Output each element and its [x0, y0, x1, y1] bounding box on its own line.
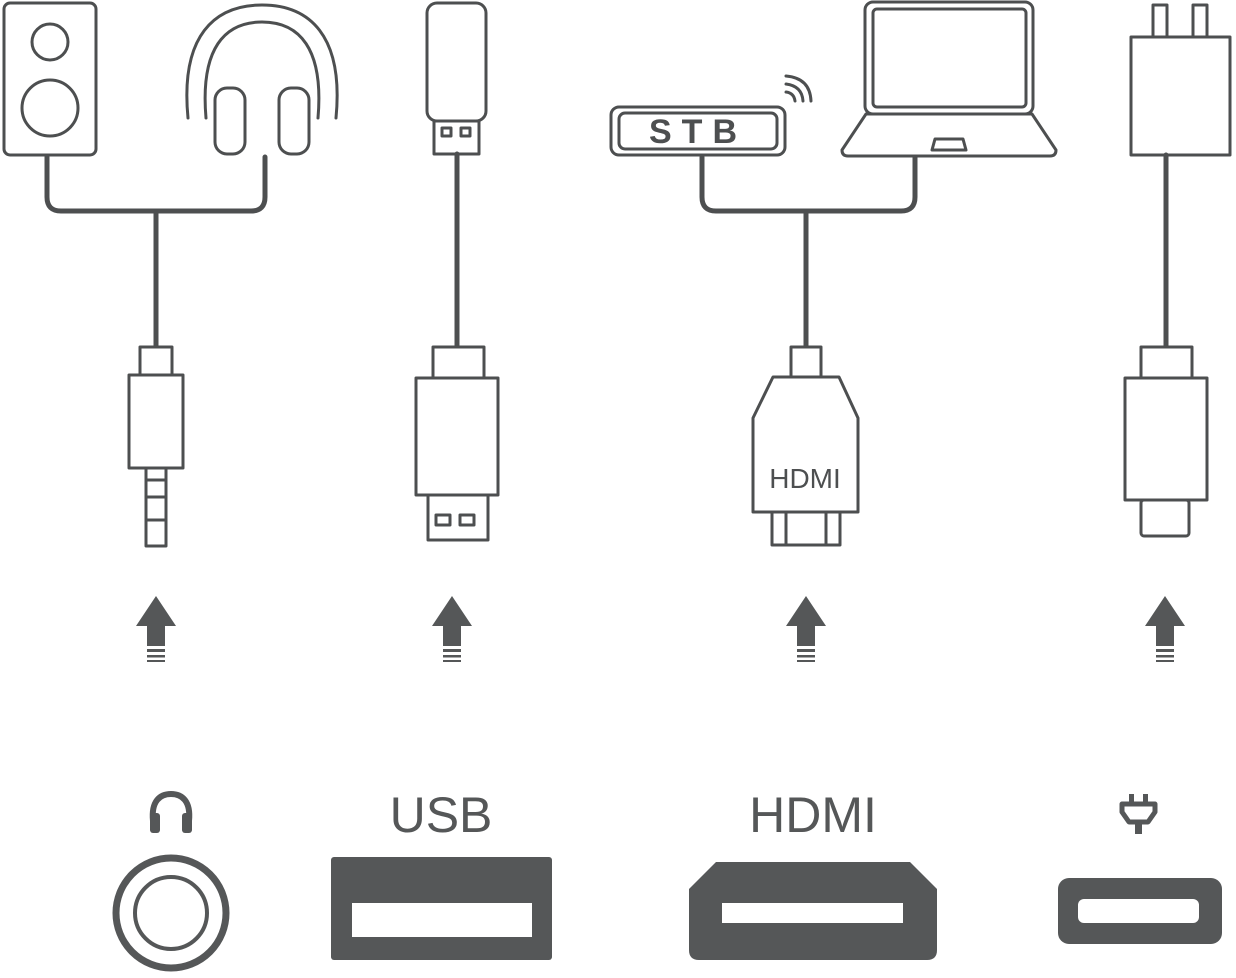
power-adapter-icon [1129, 3, 1232, 157]
hdmi-port [689, 862, 937, 960]
power-plug [1123, 345, 1209, 538]
audio-port [112, 854, 230, 972]
arrow-up-icon-usb [432, 596, 472, 662]
audio-cable [44, 154, 268, 351]
plug-icon [1119, 794, 1158, 834]
power-port [1058, 878, 1222, 944]
hdmi-plug-label: HDMI [769, 463, 841, 494]
laptop-icon [840, 0, 1058, 158]
hdmi-port-label: HDMI [749, 787, 877, 843]
usb-flash-drive-icon [425, 1, 488, 156]
stb-label: STB [649, 113, 747, 151]
usb-port-label: USB [390, 787, 493, 843]
arrow-up-icon-hdmi [786, 596, 826, 662]
arrow-up-icon-audio [136, 596, 176, 662]
usb-plug [414, 345, 500, 542]
arrow-up-icon-power [1145, 596, 1185, 662]
usb-port [331, 857, 552, 960]
hdmi-cable [699, 154, 918, 351]
headphones-device-icon [185, 3, 339, 156]
headphones-icon [149, 790, 193, 833]
wifi-signal-icon [784, 74, 813, 103]
audio-jack-plug [127, 345, 185, 548]
hdmi-plug: HDMI [751, 345, 860, 547]
set-top-box-icon: STB [609, 105, 787, 157]
speaker-icon [2, 1, 98, 157]
